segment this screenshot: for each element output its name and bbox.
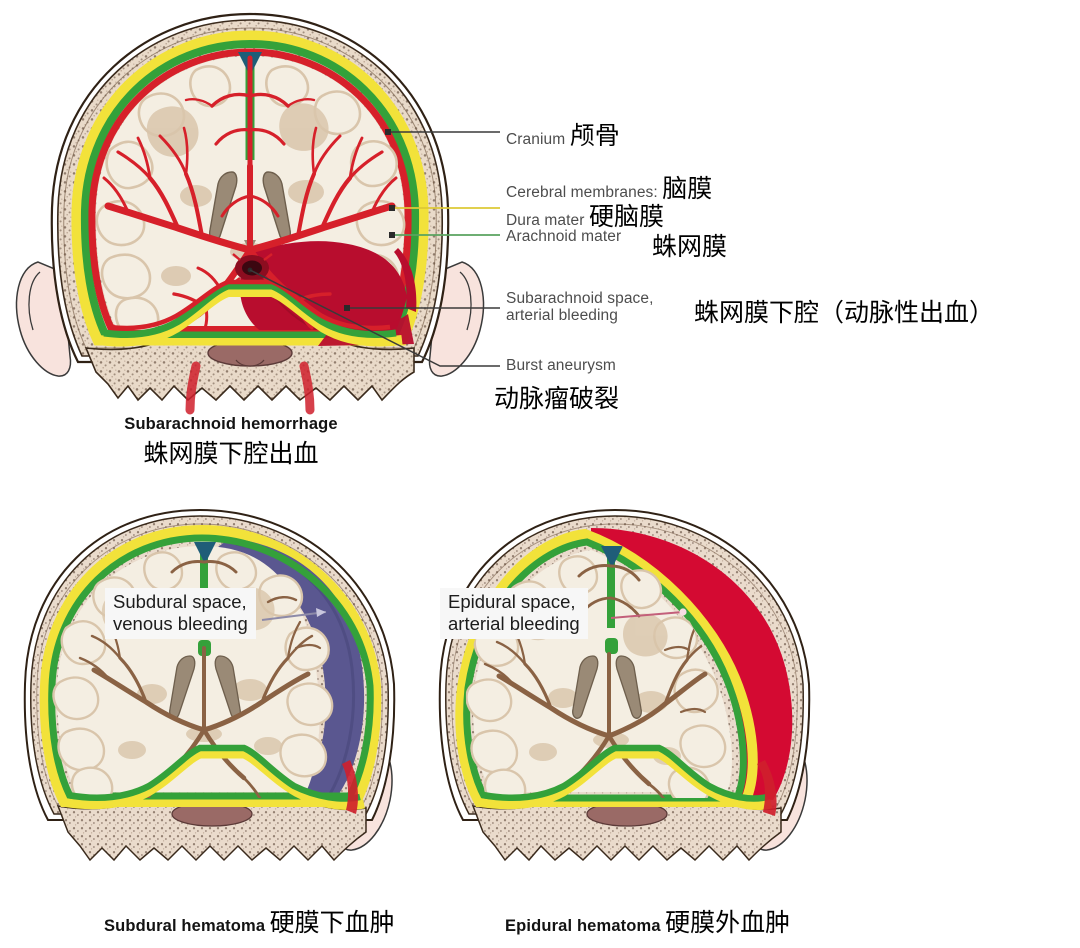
carotid-arteries: [185, 361, 315, 415]
annotation-burst-aneurysm: Burst aneurysm: [506, 357, 616, 375]
epidural-caption-en: Epidural hematoma: [505, 917, 661, 935]
subdural-callout-line2: venous bleeding: [113, 613, 248, 635]
dura-mater-layer: [71, 30, 429, 346]
epidural-callout-line2: arterial bleeding: [448, 613, 580, 635]
annotation-aneurysm-cn: 动脉瘤破裂: [494, 385, 620, 413]
annotation-cranium: Cranium 颅骨: [506, 122, 620, 150]
subdural-callout-line1: Subdural space,: [113, 591, 247, 612]
annotation-membranes-en: Cerebral membranes:: [506, 184, 658, 201]
subarachnoid-head-illustration: [0, 0, 500, 420]
annotation-aneurysm-en: Burst aneurysm: [506, 357, 616, 374]
annotation-cranium-cn: 颅骨: [569, 122, 620, 150]
subarachnoid-blood: [240, 241, 408, 330]
basal-membranes: [97, 279, 403, 347]
epidural-caption: Epidural hematoma 硬膜外血肿: [505, 903, 790, 939]
leader-dura: [389, 205, 500, 211]
epidural-blood: [591, 528, 793, 800]
annotation-subarachnoid-en-line1: Subarachnoid space,: [506, 290, 654, 307]
annotation-arachnoid-mater: Arachnoid mater: [506, 228, 621, 246]
subdural-head-illustration: [0, 498, 420, 888]
annotation-burst-aneurysm-cn-wrap: 动脉瘤破裂: [494, 385, 619, 413]
subarachnoid-caption-en: Subarachnoid hemorrhage: [124, 415, 338, 433]
superior-sagittal-sinus-subdural: [194, 542, 216, 564]
annotation-cerebral-membranes: Cerebral membranes: 脑膜: [506, 175, 712, 203]
leader-cranium: [385, 129, 500, 135]
lateral-ventricles-epidural: [572, 655, 642, 719]
cerebral-gyri-subdural: [52, 551, 334, 798]
annotation-dura-en: Dura mater: [506, 212, 585, 229]
annotation-arachnoid-cn: 蛛网膜: [652, 233, 728, 261]
leader-burst-aneurysm: [247, 267, 500, 367]
epidural-head-illustration: [415, 498, 835, 888]
basal-membranes-epidural: [476, 744, 773, 810]
annotation-subarachnoid-cn: 蛛网膜下腔（动脉性出血）: [694, 299, 995, 327]
subdural-blood: [214, 538, 365, 798]
epidural-hematoma-panel: [415, 498, 835, 888]
annotation-membranes-cn: 脑膜: [662, 175, 713, 203]
subdural-hematoma-panel: [0, 498, 420, 888]
annotation-cranium-en: Cranium: [506, 131, 566, 148]
epidural-space-callout: Epidural space, arterial bleeding: [440, 588, 588, 640]
annotation-subarachnoid-en-line2: arterial bleeding: [506, 307, 618, 325]
annotation-subarachnoid-space: Subarachnoid space, arterial bleeding: [506, 290, 654, 325]
callout-leader-epidural: [610, 608, 687, 619]
subdural-caption: Subdural hematoma 硬膜下血肿: [104, 903, 395, 939]
leader-lines: [247, 129, 500, 367]
dura-mater-subdural: [39, 524, 382, 807]
basal-membranes-subdural: [61, 744, 365, 810]
leader-arachnoid: [389, 232, 500, 238]
subarachnoid-caption-cn: 蛛网膜下腔出血: [143, 440, 319, 468]
callout-leader-subdural: [261, 608, 327, 621]
leader-subarachnoid-space: [344, 305, 500, 311]
arachnoid-mater-layer: [80, 39, 420, 338]
subarachnoid-caption: Subarachnoid hemorrhage 蛛网膜下腔出血: [96, 415, 366, 470]
annotation-dura-mater: Dura mater 硬脑膜: [506, 203, 664, 231]
annotation-subarachnoid-cn-wrap: 蛛网膜下腔（动脉性出血）: [694, 299, 994, 327]
epidural-callout-line1: Epidural space,: [448, 591, 576, 612]
annotation-arachnoid-en: Arachnoid mater: [506, 228, 622, 245]
superior-sagittal-sinus-epidural: [601, 546, 623, 568]
annotation-arachnoid-cn-wrap: 蛛网膜: [652, 233, 727, 261]
subdural-space-callout: Subdural space, venous bleeding: [105, 588, 256, 640]
lateral-ventricles-subdural: [169, 655, 241, 719]
subdural-caption-en: Subdural hematoma: [104, 917, 266, 935]
arachnoid-mater-subdural: [48, 534, 374, 800]
epidural-caption-cn: 硬膜外血肿: [665, 909, 791, 937]
annotation-dura-cn: 硬脑膜: [588, 203, 664, 231]
subarachnoid-hemorrhage-panel: [0, 0, 500, 420]
subdural-caption-cn: 硬膜下血肿: [269, 909, 395, 937]
